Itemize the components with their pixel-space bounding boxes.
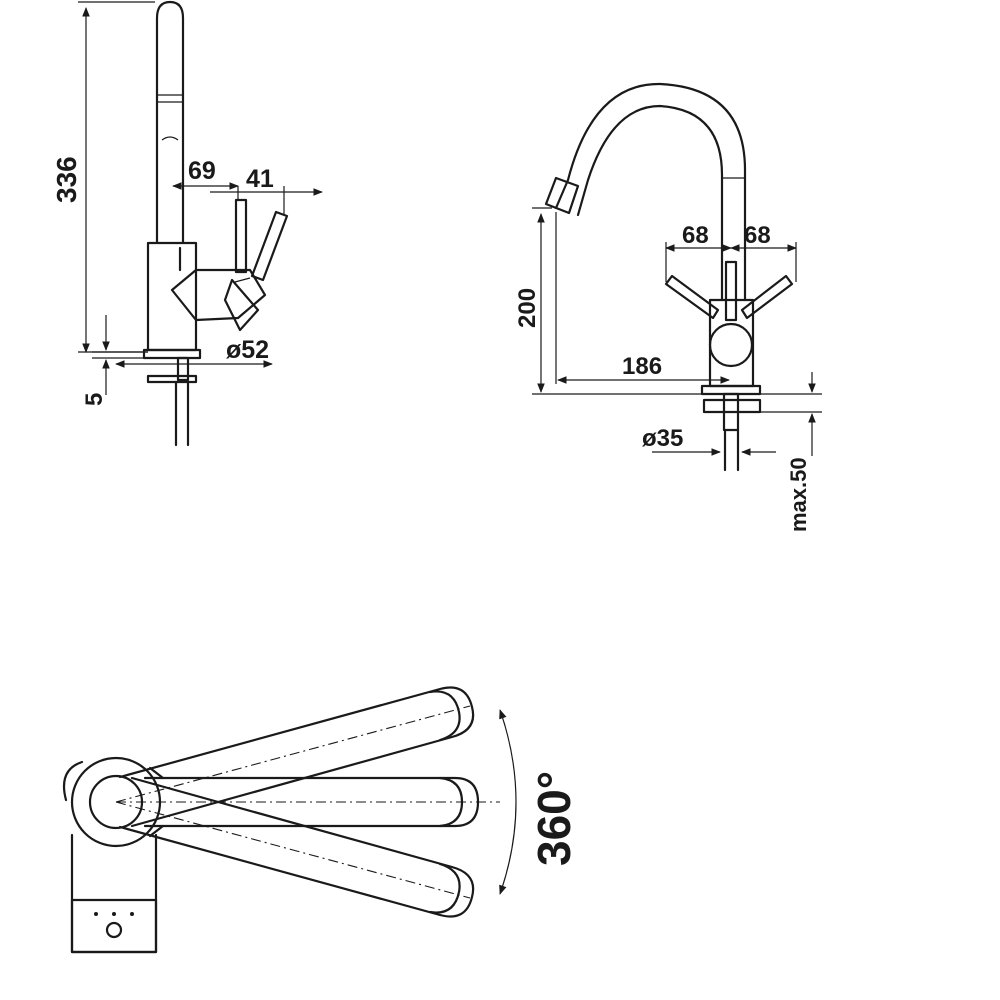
- front-spout: [554, 82, 747, 302]
- front-view: 68 68 200 186 ø35 max.50: [514, 82, 822, 532]
- top-rotation-arc: [499, 709, 517, 895]
- top-spout-upper: [115, 686, 475, 828]
- side-mounting-rod: [174, 380, 190, 447]
- side-spout-offset-label: 69: [188, 157, 216, 185]
- side-lever-housing: [170, 268, 267, 322]
- front-cartridge: [708, 322, 754, 368]
- side-lever: [234, 198, 248, 274]
- top-spout-lower: [115, 776, 475, 918]
- side-lever-slanted: [250, 210, 289, 282]
- front-hole-diameter-label: ø35: [642, 425, 683, 452]
- front-lever-left: [664, 274, 720, 320]
- side-view: 336 69 41 ø52 5: [51, 0, 323, 447]
- front-lever-right: [740, 274, 794, 320]
- front-left-lever-label: 68: [682, 222, 709, 249]
- side-spout: [155, 0, 185, 244]
- top-lever-box: [70, 833, 158, 954]
- front-spout-height-label: 200: [514, 288, 541, 328]
- front-max-thickness-label: max.50: [786, 457, 811, 532]
- side-body: [146, 241, 198, 352]
- side-base-thickness-label: 5: [81, 393, 108, 406]
- top-spout-middle: [116, 776, 500, 828]
- side-base-diameter-label: ø52: [226, 336, 269, 364]
- top-view: 360°: [62, 686, 580, 954]
- side-lever-offset-label: 41: [246, 165, 274, 193]
- top-rotation-label: 360°: [528, 771, 580, 866]
- side-height-label: 336: [51, 156, 82, 203]
- front-right-lever-label: 68: [744, 222, 771, 249]
- front-spout-reach-label: 186: [622, 353, 662, 380]
- front-mounting-rod: [723, 428, 740, 472]
